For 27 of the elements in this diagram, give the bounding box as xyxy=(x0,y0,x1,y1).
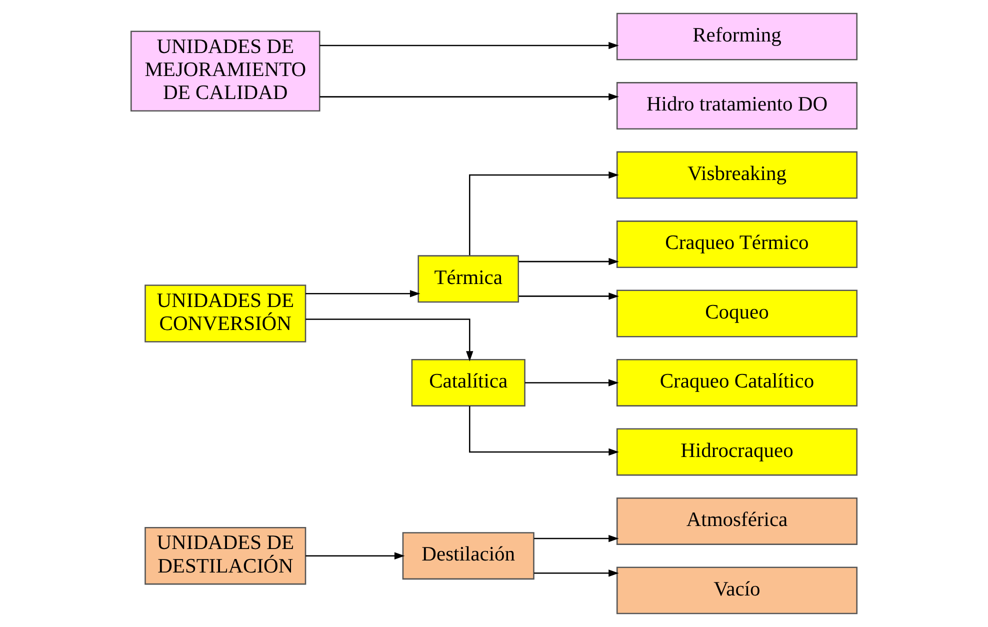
node-box: Vacío xyxy=(616,566,858,614)
node-box: Hidro tratamiento DO xyxy=(616,82,858,130)
arrow xyxy=(534,534,619,542)
node-box: Catalítica xyxy=(411,359,526,406)
node-box: Hidrocraqueo xyxy=(616,428,858,476)
arrow xyxy=(518,258,619,266)
node-box: Destilación xyxy=(402,532,534,580)
arrow xyxy=(518,292,619,300)
node-box: Térmica xyxy=(418,255,519,303)
arrow xyxy=(525,379,619,386)
arrow xyxy=(469,171,619,256)
node-box: Reforming xyxy=(616,12,858,60)
node-box: UNIDADES DE CONVERSIÓN xyxy=(144,284,306,342)
arrow xyxy=(306,552,405,560)
arrow xyxy=(469,406,619,456)
node-box: Coqueo xyxy=(616,290,858,338)
node-box: UNIDADES DE DESTILACIÓN xyxy=(144,527,306,585)
node-box: Craqueo Térmico xyxy=(616,220,858,268)
arrow xyxy=(320,42,619,50)
node-box: Visbreaking xyxy=(616,151,858,199)
node-box: UNIDADES DE MEJORAMIENTO DE CALIDAD xyxy=(130,30,320,112)
node-box: Craqueo Catalítico xyxy=(616,359,858,406)
arrow xyxy=(306,290,420,298)
arrow xyxy=(320,93,619,100)
node-box: Atmosférica xyxy=(616,498,858,545)
arrow xyxy=(306,318,474,362)
arrow xyxy=(534,570,619,577)
